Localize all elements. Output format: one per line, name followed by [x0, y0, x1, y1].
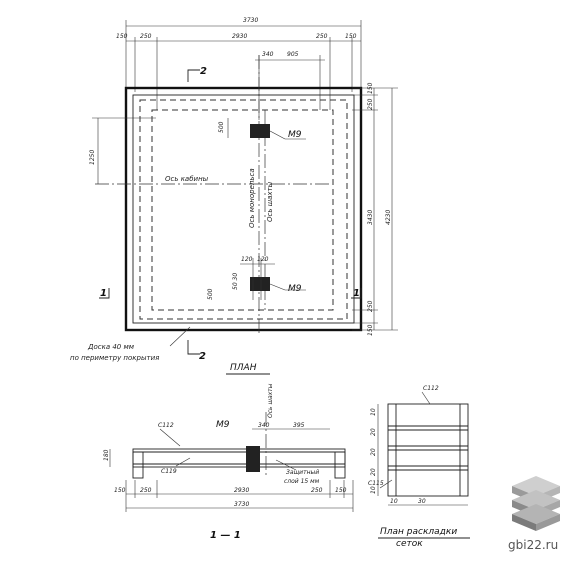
- section-protect-line-2: слой 15 мм: [284, 478, 320, 485]
- section-label-c119: С119: [161, 468, 177, 475]
- section-label-395: 395: [293, 422, 305, 429]
- board-note-leader: [169, 326, 191, 347]
- section-dim-250-left: 250: [140, 487, 152, 494]
- section-marker-1-left: 1: [99, 288, 110, 299]
- dim-500-lower: 500: [207, 288, 214, 300]
- dim-340: 340: [262, 51, 274, 58]
- section-marker-2-top: 2: [187, 66, 207, 82]
- shaft-axis-label: Ось шахты: [266, 181, 274, 222]
- dim-905: 905: [287, 51, 299, 58]
- section-dim-2930: 2930: [234, 487, 249, 494]
- section-dim-150-right: 150: [335, 487, 347, 494]
- dim-right-150-top: 150: [367, 82, 374, 94]
- board-note-line-1: Доска 40 мм: [87, 343, 135, 351]
- section-marker-2-bottom: 2: [187, 340, 206, 362]
- section-2-bottom-label: 2: [199, 351, 206, 362]
- plan-board-outline: [139, 99, 348, 320]
- mesh-title-line-1: План раскладки: [380, 527, 457, 537]
- plan-right-dimensions: 150 250 3430 4230 250 150: [352, 82, 398, 336]
- section-label-340: 340: [258, 422, 270, 429]
- watermark-logo: gbi22.ru: [508, 476, 560, 552]
- section-1-right-label: 1: [353, 288, 360, 299]
- mesh-label-c115: С115: [368, 480, 384, 487]
- plan-outer-edge: [124, 86, 363, 332]
- dim-500-upper: 500: [218, 121, 225, 133]
- mesh-layout-view: 10 20 20 20 10 10 30 С112 С115 План раск…: [368, 385, 470, 549]
- plan-view: 3730 150 250 2930 250 150 340 905 Ось ка…: [70, 17, 398, 375]
- plan-top-dimensions: 3730 150 250 2930 250 150 340 905: [116, 17, 362, 120]
- plan-inner-edge: [132, 94, 355, 324]
- dim-edge-left: 150: [116, 33, 128, 40]
- section-dim-3730: 3730: [234, 501, 249, 508]
- label-m9-upper: М9: [288, 130, 302, 140]
- plan-title: ПЛАН: [230, 363, 257, 373]
- label-m9-lower: М9: [288, 284, 302, 294]
- mesh-dim-30-x: 30: [418, 498, 426, 505]
- dim-right-150-bottom: 150: [367, 324, 374, 336]
- board-note-line-2: по периметру покрытия: [70, 354, 159, 362]
- dim-right-250-top: 250: [367, 98, 374, 110]
- mesh-label-c112: С112: [423, 385, 439, 392]
- section-label-axis-shaft: Ось шахты: [267, 383, 274, 418]
- mesh-title-line-2: сеток: [396, 539, 423, 549]
- dim-250-right: 250: [316, 33, 328, 40]
- dim-120-a: 120: [241, 256, 253, 263]
- watermark-text: gbi22.ru: [508, 538, 558, 552]
- section-label-c112: С112: [158, 422, 174, 429]
- mesh-dim-10-x: 10: [390, 498, 398, 505]
- plan-mesh-outline: [151, 109, 334, 311]
- mesh-dim-20-a: 20: [370, 428, 377, 436]
- section-label-m9: М9: [216, 420, 230, 430]
- dim-1250: 1250: [89, 150, 96, 165]
- section-dim-150-left: 150: [114, 487, 126, 494]
- section-marker-1-right: 1: [351, 288, 362, 299]
- monorail-axis-label: Ось монорельса: [248, 168, 256, 228]
- stacked-slabs-icon: [512, 476, 560, 531]
- embedded-part-m9-lower: 120 120 50 30 500 М9: [207, 256, 306, 300]
- section-protect-line-1: Защитный: [286, 469, 319, 476]
- cabin-axis-label: Ось кабины: [165, 175, 209, 183]
- embedded-part-m9-upper: 500 М9: [218, 118, 306, 140]
- dim-2930: 2930: [232, 33, 247, 40]
- mesh-dim-20-b: 20: [370, 448, 377, 456]
- mesh-dim-10-top: 10: [370, 408, 377, 416]
- dim-250-left: 250: [140, 33, 152, 40]
- dim-3430: 3430: [367, 210, 374, 225]
- dim-50-30: 50 30: [232, 273, 239, 290]
- dim-120-b: 120: [257, 256, 269, 263]
- section-label-180: 180: [103, 449, 110, 461]
- dim-total-width: 3730: [243, 17, 258, 24]
- section-1-left-label: 1: [100, 288, 107, 299]
- section-2-top-label: 2: [200, 66, 207, 77]
- section-view: С112 С119 М9 340 Ось шахты 395 180 Защит…: [103, 383, 354, 541]
- dim-4230: 4230: [385, 210, 392, 225]
- dim-edge-right: 150: [345, 33, 357, 40]
- section-embedded-part: [246, 446, 260, 472]
- section-dim-250-right: 250: [311, 487, 323, 494]
- dim-right-250-bottom: 250: [367, 300, 374, 312]
- mesh-dim-10-bottom: 10: [370, 486, 377, 494]
- section-title: 1 — 1: [210, 530, 241, 541]
- mesh-dim-20-c: 20: [370, 468, 377, 476]
